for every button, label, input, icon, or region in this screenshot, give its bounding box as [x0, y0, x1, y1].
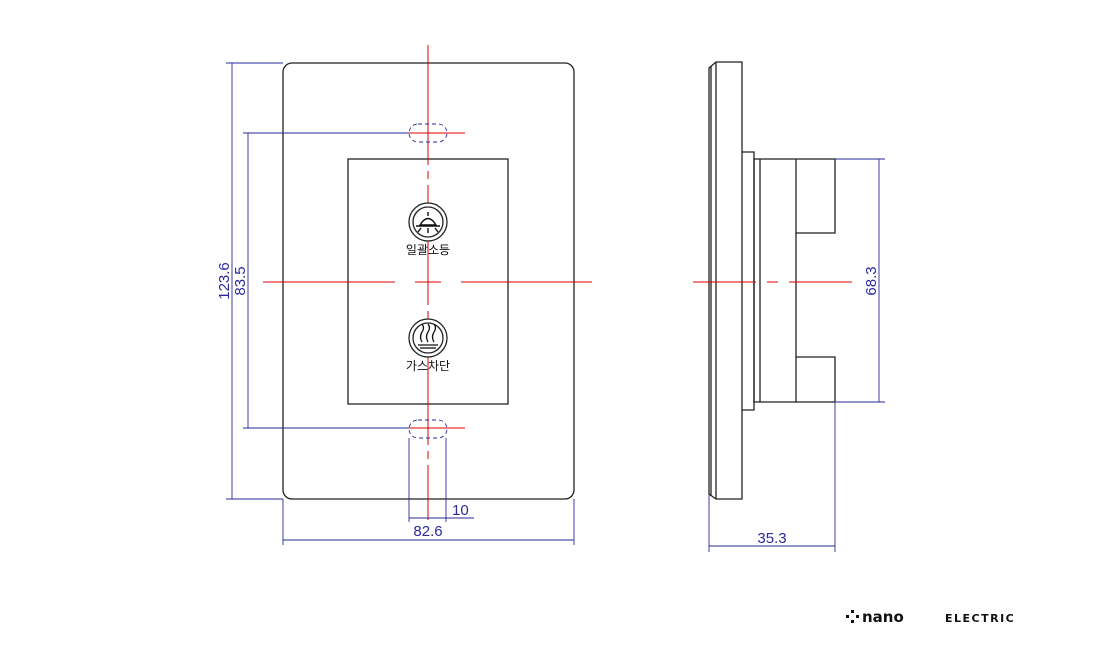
dim-overall-height: 123.6 [216, 62, 283, 500]
brand-name-light: ELECTRIC [945, 612, 1015, 625]
dim-mount-spacing: 83.5 [232, 132, 409, 429]
dim-body-height: 68.3 [835, 158, 885, 403]
dim-mount-spacing-text: 83.5 [232, 266, 249, 295]
dim-overall-height-text: 123.6 [216, 262, 233, 300]
gas-flame-icon [418, 323, 438, 349]
switch-body [753, 158, 836, 403]
dim-overall-width-text: 82.6 [413, 523, 442, 540]
dim-depth-text: 35.3 [757, 530, 786, 547]
dim-slot-width: 10 [408, 438, 474, 522]
logo-dots-icon [846, 610, 859, 623]
mounting-flange [742, 151, 755, 411]
nano-electric-logo: nano ELECTRIC [846, 608, 1015, 626]
all-lights-off-button[interactable]: 일괄소등 [406, 202, 450, 257]
side-view: 68.3 35.3 [693, 61, 885, 552]
plate-profile [708, 61, 743, 500]
gas-shutoff-button[interactable]: 가스차단 [406, 318, 450, 373]
dim-depth: 35.3 [708, 402, 836, 552]
all-lights-off-label: 일괄소등 [406, 243, 450, 257]
dim-slot-width-text: 10 [452, 502, 469, 519]
lamp-off-icon [416, 212, 440, 233]
dim-body-height-text: 68.3 [863, 266, 880, 295]
brand-name-bold: nano [862, 608, 904, 626]
front-view: 일괄소등 가스차단 123.6 83. [216, 45, 592, 545]
dim-overall-width: 82.6 [282, 499, 575, 545]
gas-shutoff-label: 가스차단 [406, 359, 450, 373]
